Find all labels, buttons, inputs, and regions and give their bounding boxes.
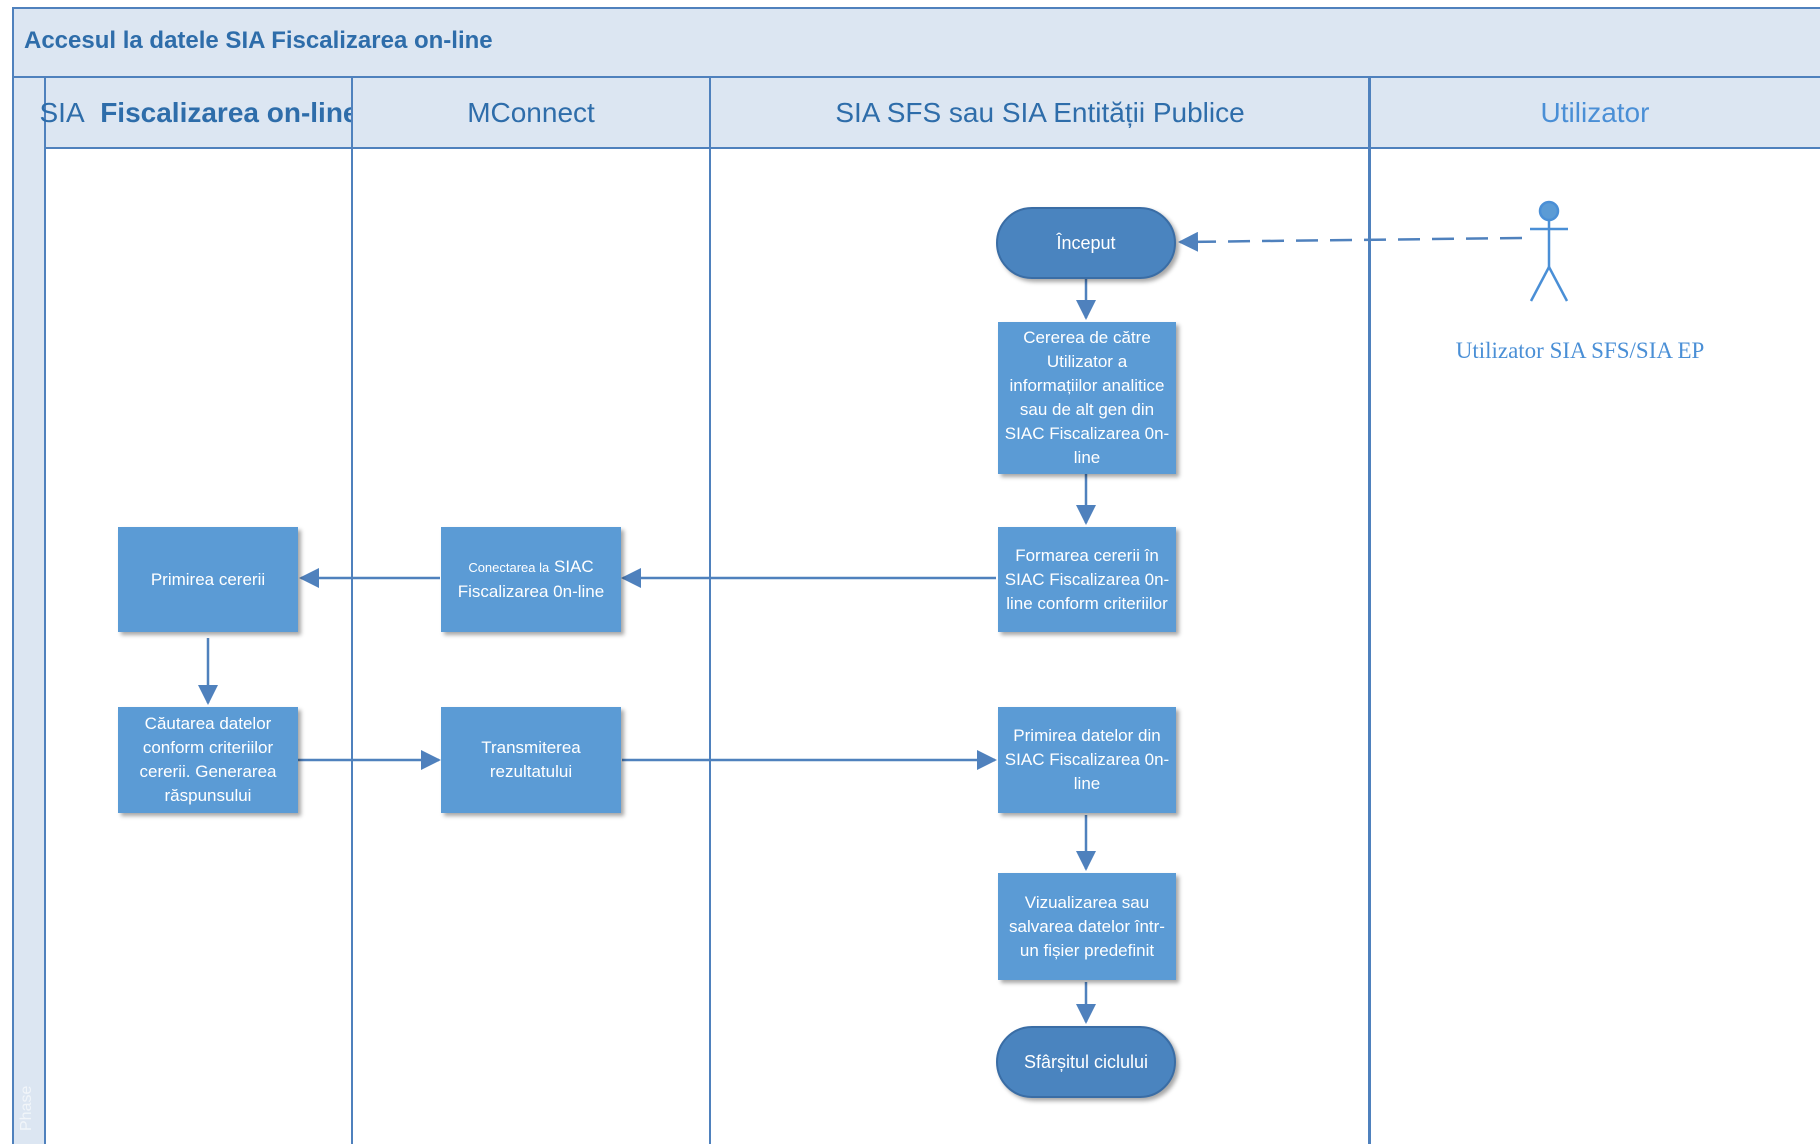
lane-header-utilizator: Utilizator: [1370, 78, 1820, 149]
transmit-box: Transmiterea rezultatului: [441, 707, 621, 813]
start-terminator: Început: [996, 207, 1176, 279]
form-request-box: Formarea cererii în SIAC Fiscalizarea 0n…: [998, 527, 1176, 632]
lane-header-mconnect: MConnect: [352, 78, 710, 149]
lane-separator: [351, 78, 353, 1144]
lane1-bold: Fiscalizarea on-line: [100, 96, 359, 128]
connect-small-label: Conectarea la: [468, 560, 550, 575]
lane1-prefix: SIA: [39, 96, 85, 128]
lane-separator: [1368, 78, 1371, 1144]
connect-main-label: SIAC Fiscalizarea 0n-line: [457, 557, 605, 601]
actor-label: Utilizator SIA SFS/SIA EP: [1455, 338, 1705, 363]
dashed-actor-to-start: [1178, 231, 1523, 252]
phase-column: Phase: [12, 78, 46, 1144]
visualize-box: Vizualizarea sau salvarea datelor într-u…: [998, 873, 1176, 980]
receive-request-box: Primirea cererii: [118, 527, 298, 632]
search-data-box: Căutarea datelor conform criteriilor cer…: [118, 707, 298, 813]
connect-box: Conectarea la SIAC Fiscalizarea 0n-line: [441, 527, 621, 632]
lane-header-sia-fiscalizarea: SIA Fiscalizarea on-line: [39, 78, 359, 149]
request-box: Cererea de către Utilizator a informații…: [998, 322, 1176, 474]
diagram-title-bar: Accesul la datele SIA Fiscalizarea on-li…: [12, 7, 1820, 78]
end-terminator: Sfârșitul ciclului: [996, 1026, 1176, 1098]
lane-header-sia-sfs: SIA SFS sau SIA Entității Publice: [710, 78, 1370, 149]
phase-label: Phase: [18, 1085, 35, 1131]
receive-data-box: Primirea datelor din SIAC Fiscalizarea 0…: [998, 707, 1176, 813]
lane-separator: [709, 78, 711, 1144]
actor-figure: [1529, 200, 1569, 302]
diagram-title: Accesul la datele SIA Fiscalizarea on-li…: [24, 27, 493, 54]
